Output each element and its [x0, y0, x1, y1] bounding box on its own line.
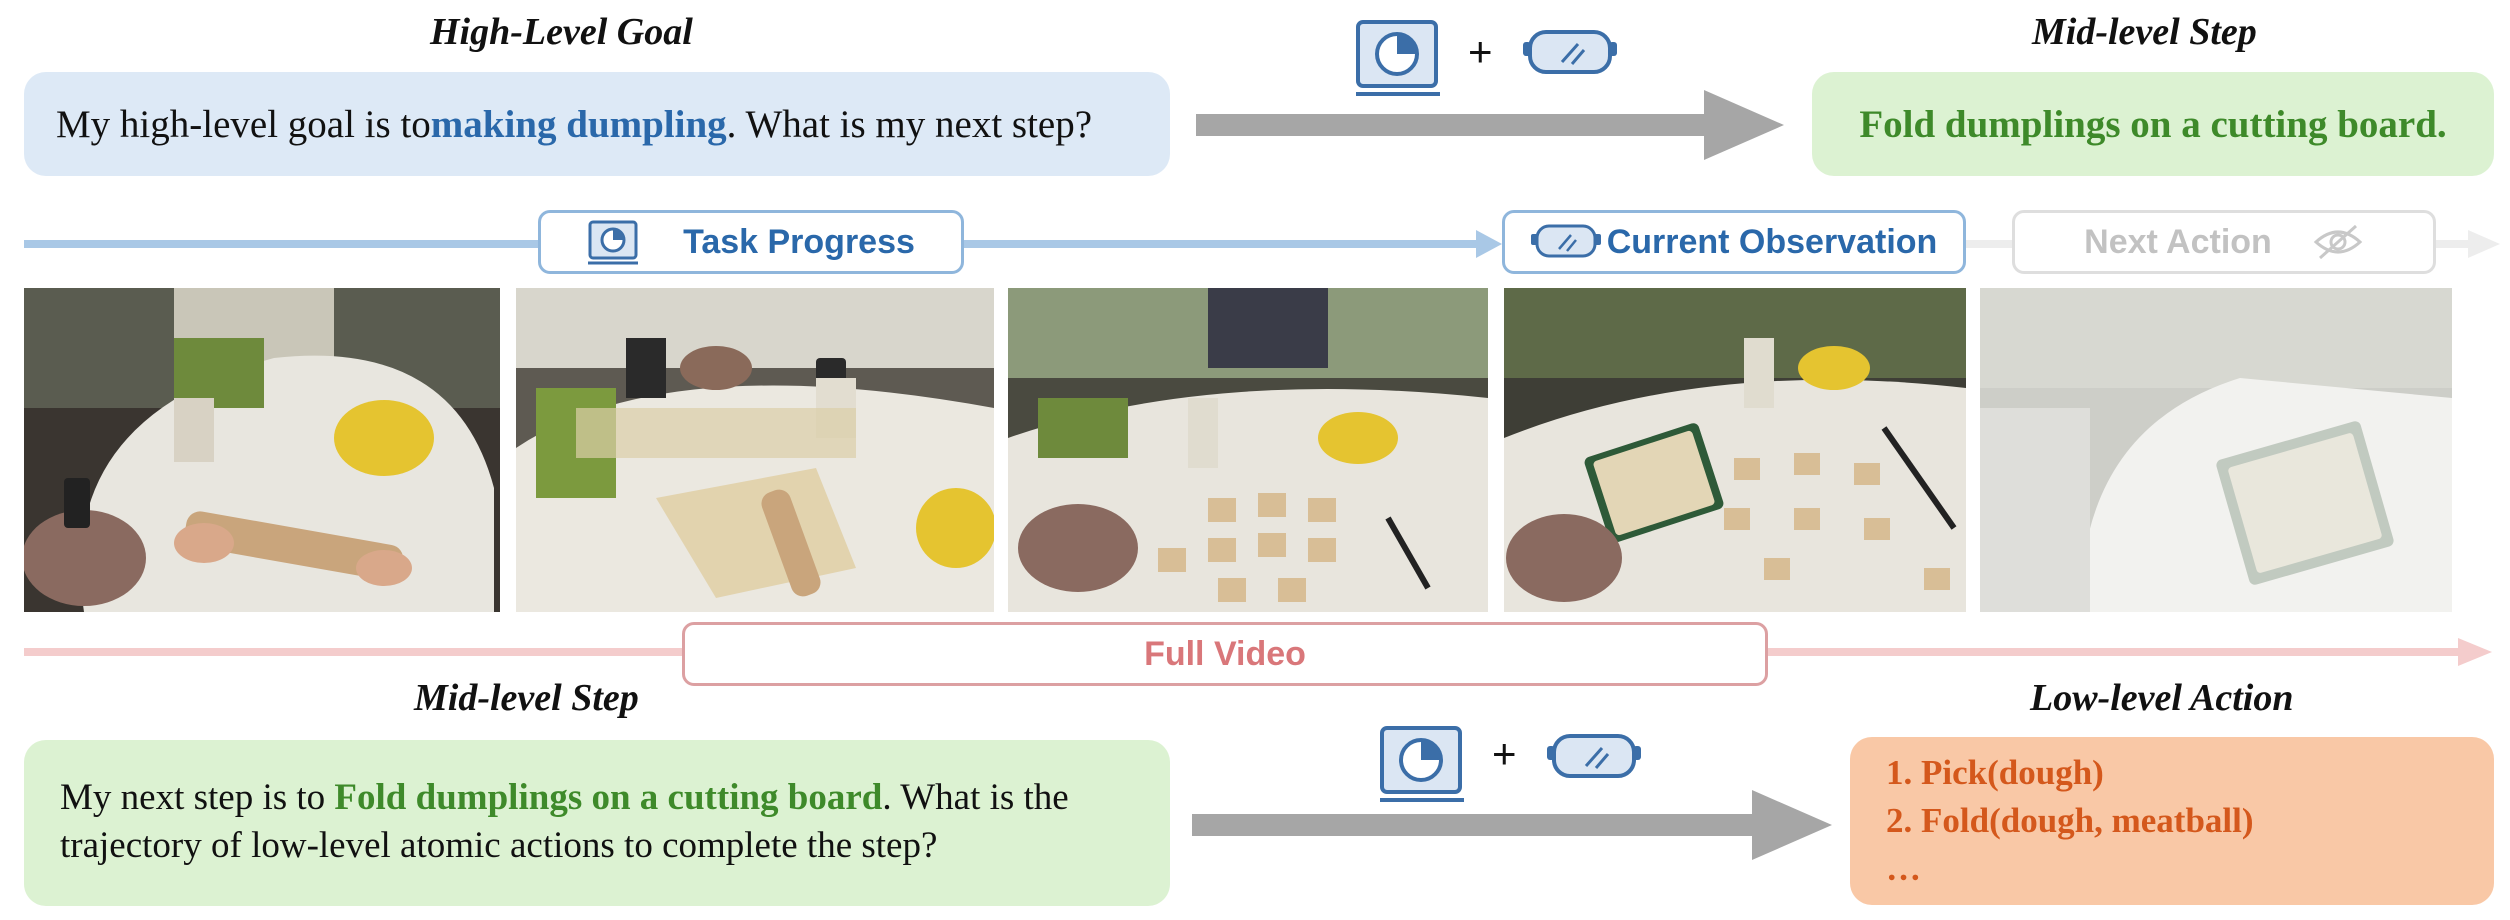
vr-goggles-icon: [1523, 30, 1617, 74]
arrow-step-to-actions: [1192, 790, 1832, 860]
mid-level-step-box-bottom: My next step is to Fold dumplings on a c…: [24, 740, 1170, 906]
plus-sign-bottom: +: [1492, 730, 1517, 777]
next-action-text: Next Action: [2084, 222, 2272, 261]
progress-chart-icon: [1356, 20, 1440, 96]
high-level-goal-box: My high-level goal is to making dumpling…: [24, 72, 1170, 176]
mid-level-step-title-bottom: Mid-level Step: [414, 677, 639, 719]
goal-suffix: . What is my next step?: [726, 102, 1093, 146]
action-item: 1. Pick(dough): [1886, 753, 2104, 792]
video-frame-1: [24, 288, 500, 612]
progress-chart-icon: [588, 220, 639, 265]
arrow-goal-to-step: [1196, 90, 1784, 160]
action-item: 2. Fold(dough, meatball): [1886, 801, 2254, 840]
high-level-goal-title: High-Level Goal: [430, 11, 693, 53]
vr-goggles-icon: [1530, 224, 1601, 258]
low-level-action-title: Low-level Action: [2030, 677, 2294, 719]
full-video-label: Full Video: [682, 622, 1768, 686]
mid-level-step-title-top: Mid-level Step: [2032, 11, 2257, 53]
mid-level-step-box-top: Fold dumplings on a cutting board.: [1812, 72, 2494, 176]
task-progress-text: Task Progress: [683, 222, 915, 261]
next-action-label: Next Action: [2012, 210, 2436, 274]
action-item: …: [1886, 849, 1921, 888]
vr-goggles-icon: [1547, 734, 1641, 778]
eye-slash-icon: [2313, 224, 2363, 260]
goal-highlight: making dumpling: [430, 102, 727, 146]
progress-chart-icon: [1380, 726, 1464, 802]
video-frame-3: [1008, 288, 1488, 612]
video-frame-5-faded: [1980, 288, 2452, 612]
step-suffix: . What is the trajectory of low-level at…: [60, 777, 1069, 866]
low-level-action-box: 1. Pick(dough) 2. Fold(dough, meatball) …: [1850, 737, 2494, 905]
plus-sign-top: +: [1468, 28, 1493, 75]
current-observation-label: Current Observation: [1502, 210, 1966, 274]
current-observation-text: Current Observation: [1606, 222, 1938, 261]
goal-prefix: My high-level goal is to: [56, 102, 431, 146]
step-highlight: Fold dumplings on a cutting board: [334, 777, 883, 818]
task-progress-label: Task Progress: [538, 210, 964, 274]
video-frame-2: [516, 288, 994, 612]
step-prefix: My next step is to: [60, 777, 335, 818]
video-frame-4: [1504, 288, 1966, 612]
